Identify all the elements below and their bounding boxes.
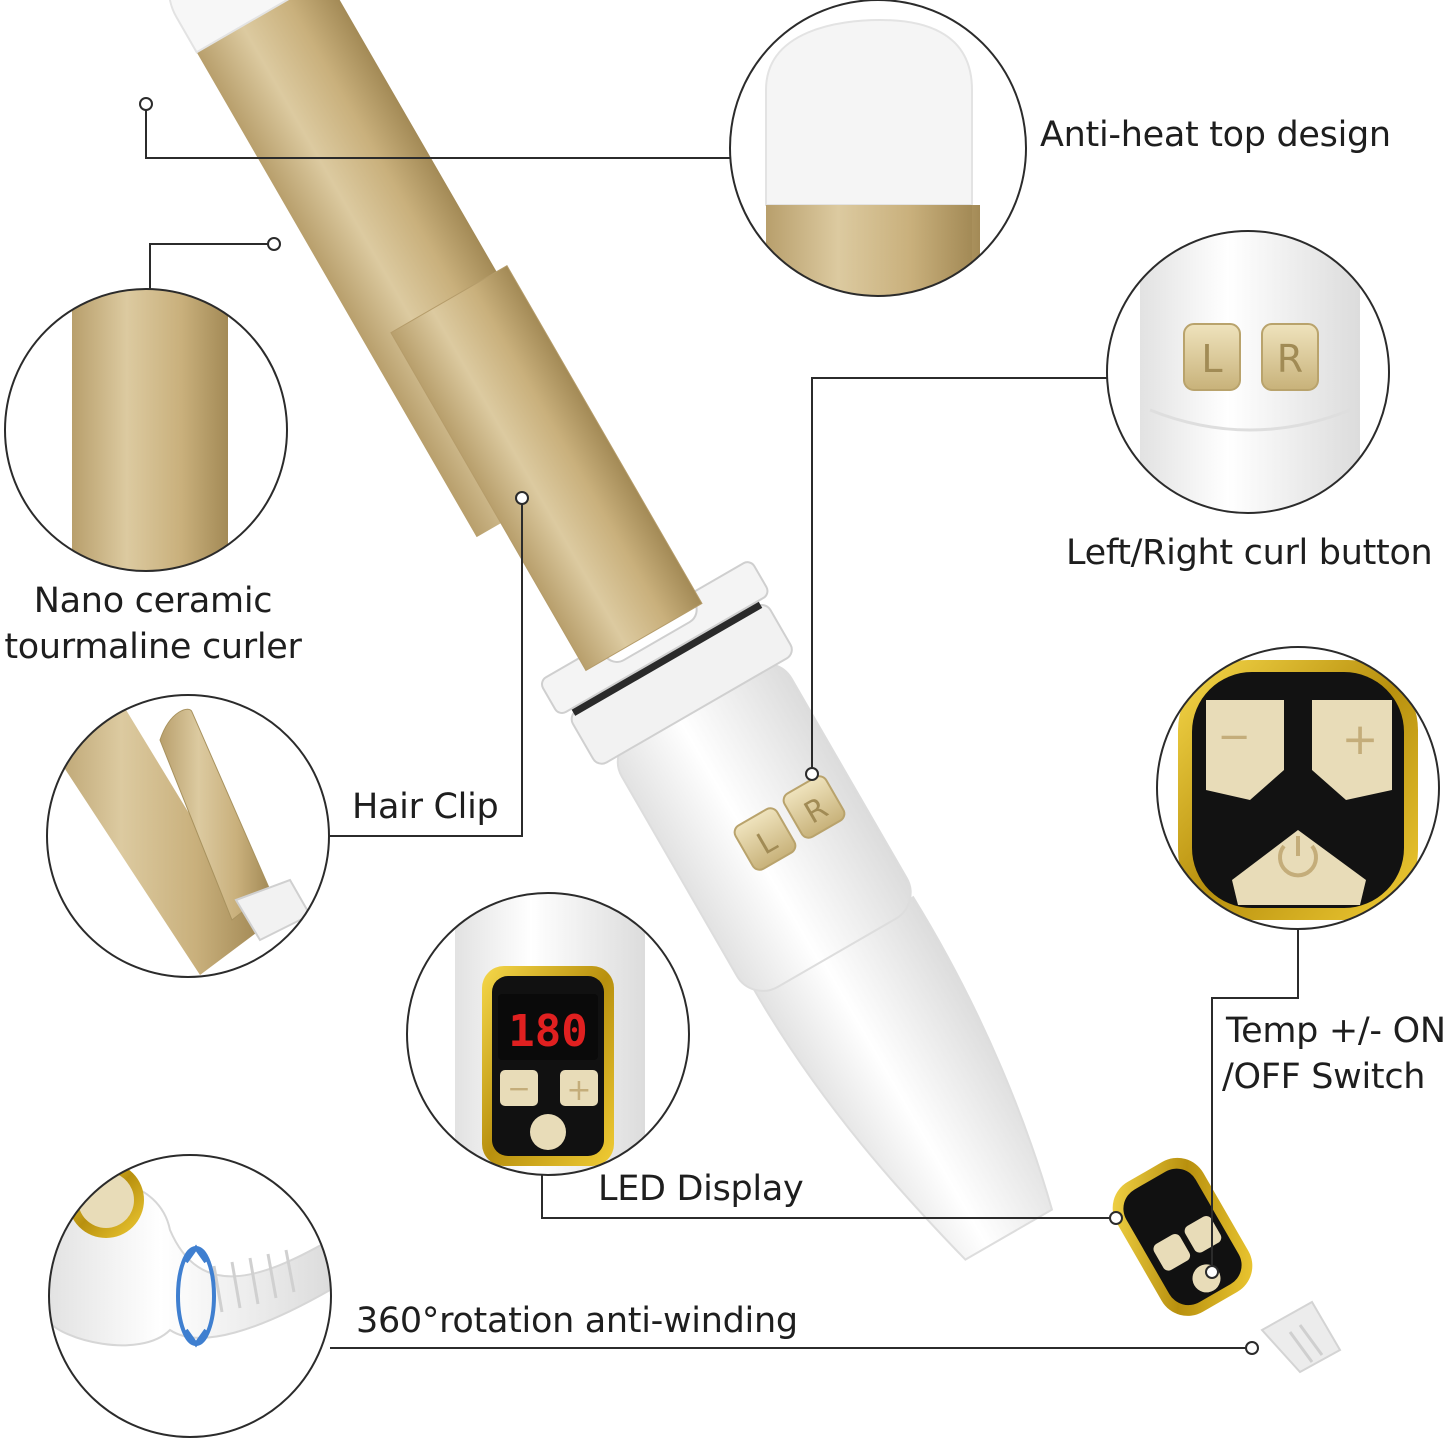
leader-temp	[1211, 930, 1299, 1272]
power-cord	[1260, 1300, 1342, 1374]
detail-circle-nano-ceramic	[4, 288, 288, 572]
label-nano-line1: Nano ceramic	[33, 581, 273, 621]
detail-circle-curl-button: L R	[1106, 230, 1390, 514]
led-screen	[498, 994, 598, 1060]
plus-key-label: +	[1342, 714, 1379, 765]
leader-led	[541, 1170, 1116, 1219]
label-nano-line2: tourmaline curler	[4, 627, 302, 667]
leader-nano	[149, 243, 274, 290]
rotation-arrow-icon	[176, 1244, 216, 1348]
label-temp-line1: Temp +/- ON	[1226, 1011, 1445, 1051]
handle-curl-buttons: L R	[733, 775, 846, 871]
label-curl-button: Left/Right curl button	[1066, 533, 1433, 573]
hair-curler: L R	[168, 0, 1342, 1374]
detail-circle-rotation	[48, 1154, 332, 1438]
detail-circle-led-display: 180 − +	[406, 892, 690, 1176]
label-led-display: LED Display	[598, 1169, 804, 1209]
detail-circle-hair-clip	[46, 694, 330, 978]
white-tip-closeup	[765, 18, 973, 206]
closeup-left-key-label: L	[1201, 337, 1222, 381]
power-icon	[1278, 836, 1318, 878]
curler-barrel	[168, 0, 703, 672]
label-rotation: 360°rotation anti-winding	[356, 1301, 798, 1341]
detail-circle-anti-heat	[729, 0, 1027, 297]
led-plus-label: +	[566, 1073, 591, 1108]
detail-circle-temp-switch: − +	[1156, 646, 1440, 930]
label-hair-clip: Hair Clip	[352, 787, 499, 827]
anti-heat-tip	[168, 0, 328, 54]
leader-hair-clip	[330, 498, 523, 837]
closeup-right-key-label: R	[1277, 337, 1303, 381]
leader-dots	[139, 97, 1259, 1355]
leader-lines	[145, 104, 1299, 1349]
minus-key-label: −	[1217, 714, 1251, 760]
led-minus-label: −	[507, 1072, 530, 1105]
leader-anti-heat	[145, 104, 730, 159]
handle-control-panel	[1112, 1157, 1253, 1316]
label-temp-line2: /OFF Switch	[1222, 1057, 1426, 1097]
power-key	[1232, 830, 1366, 905]
ceramic-barrel-closeup	[72, 289, 228, 571]
cord-ridges	[212, 1249, 296, 1313]
leader-curl-button	[811, 377, 1108, 774]
label-anti-heat: Anti-heat top design	[1040, 115, 1391, 155]
plus-key	[1312, 700, 1392, 800]
minus-key	[1206, 700, 1284, 800]
led-readout: 180	[508, 1006, 587, 1057]
